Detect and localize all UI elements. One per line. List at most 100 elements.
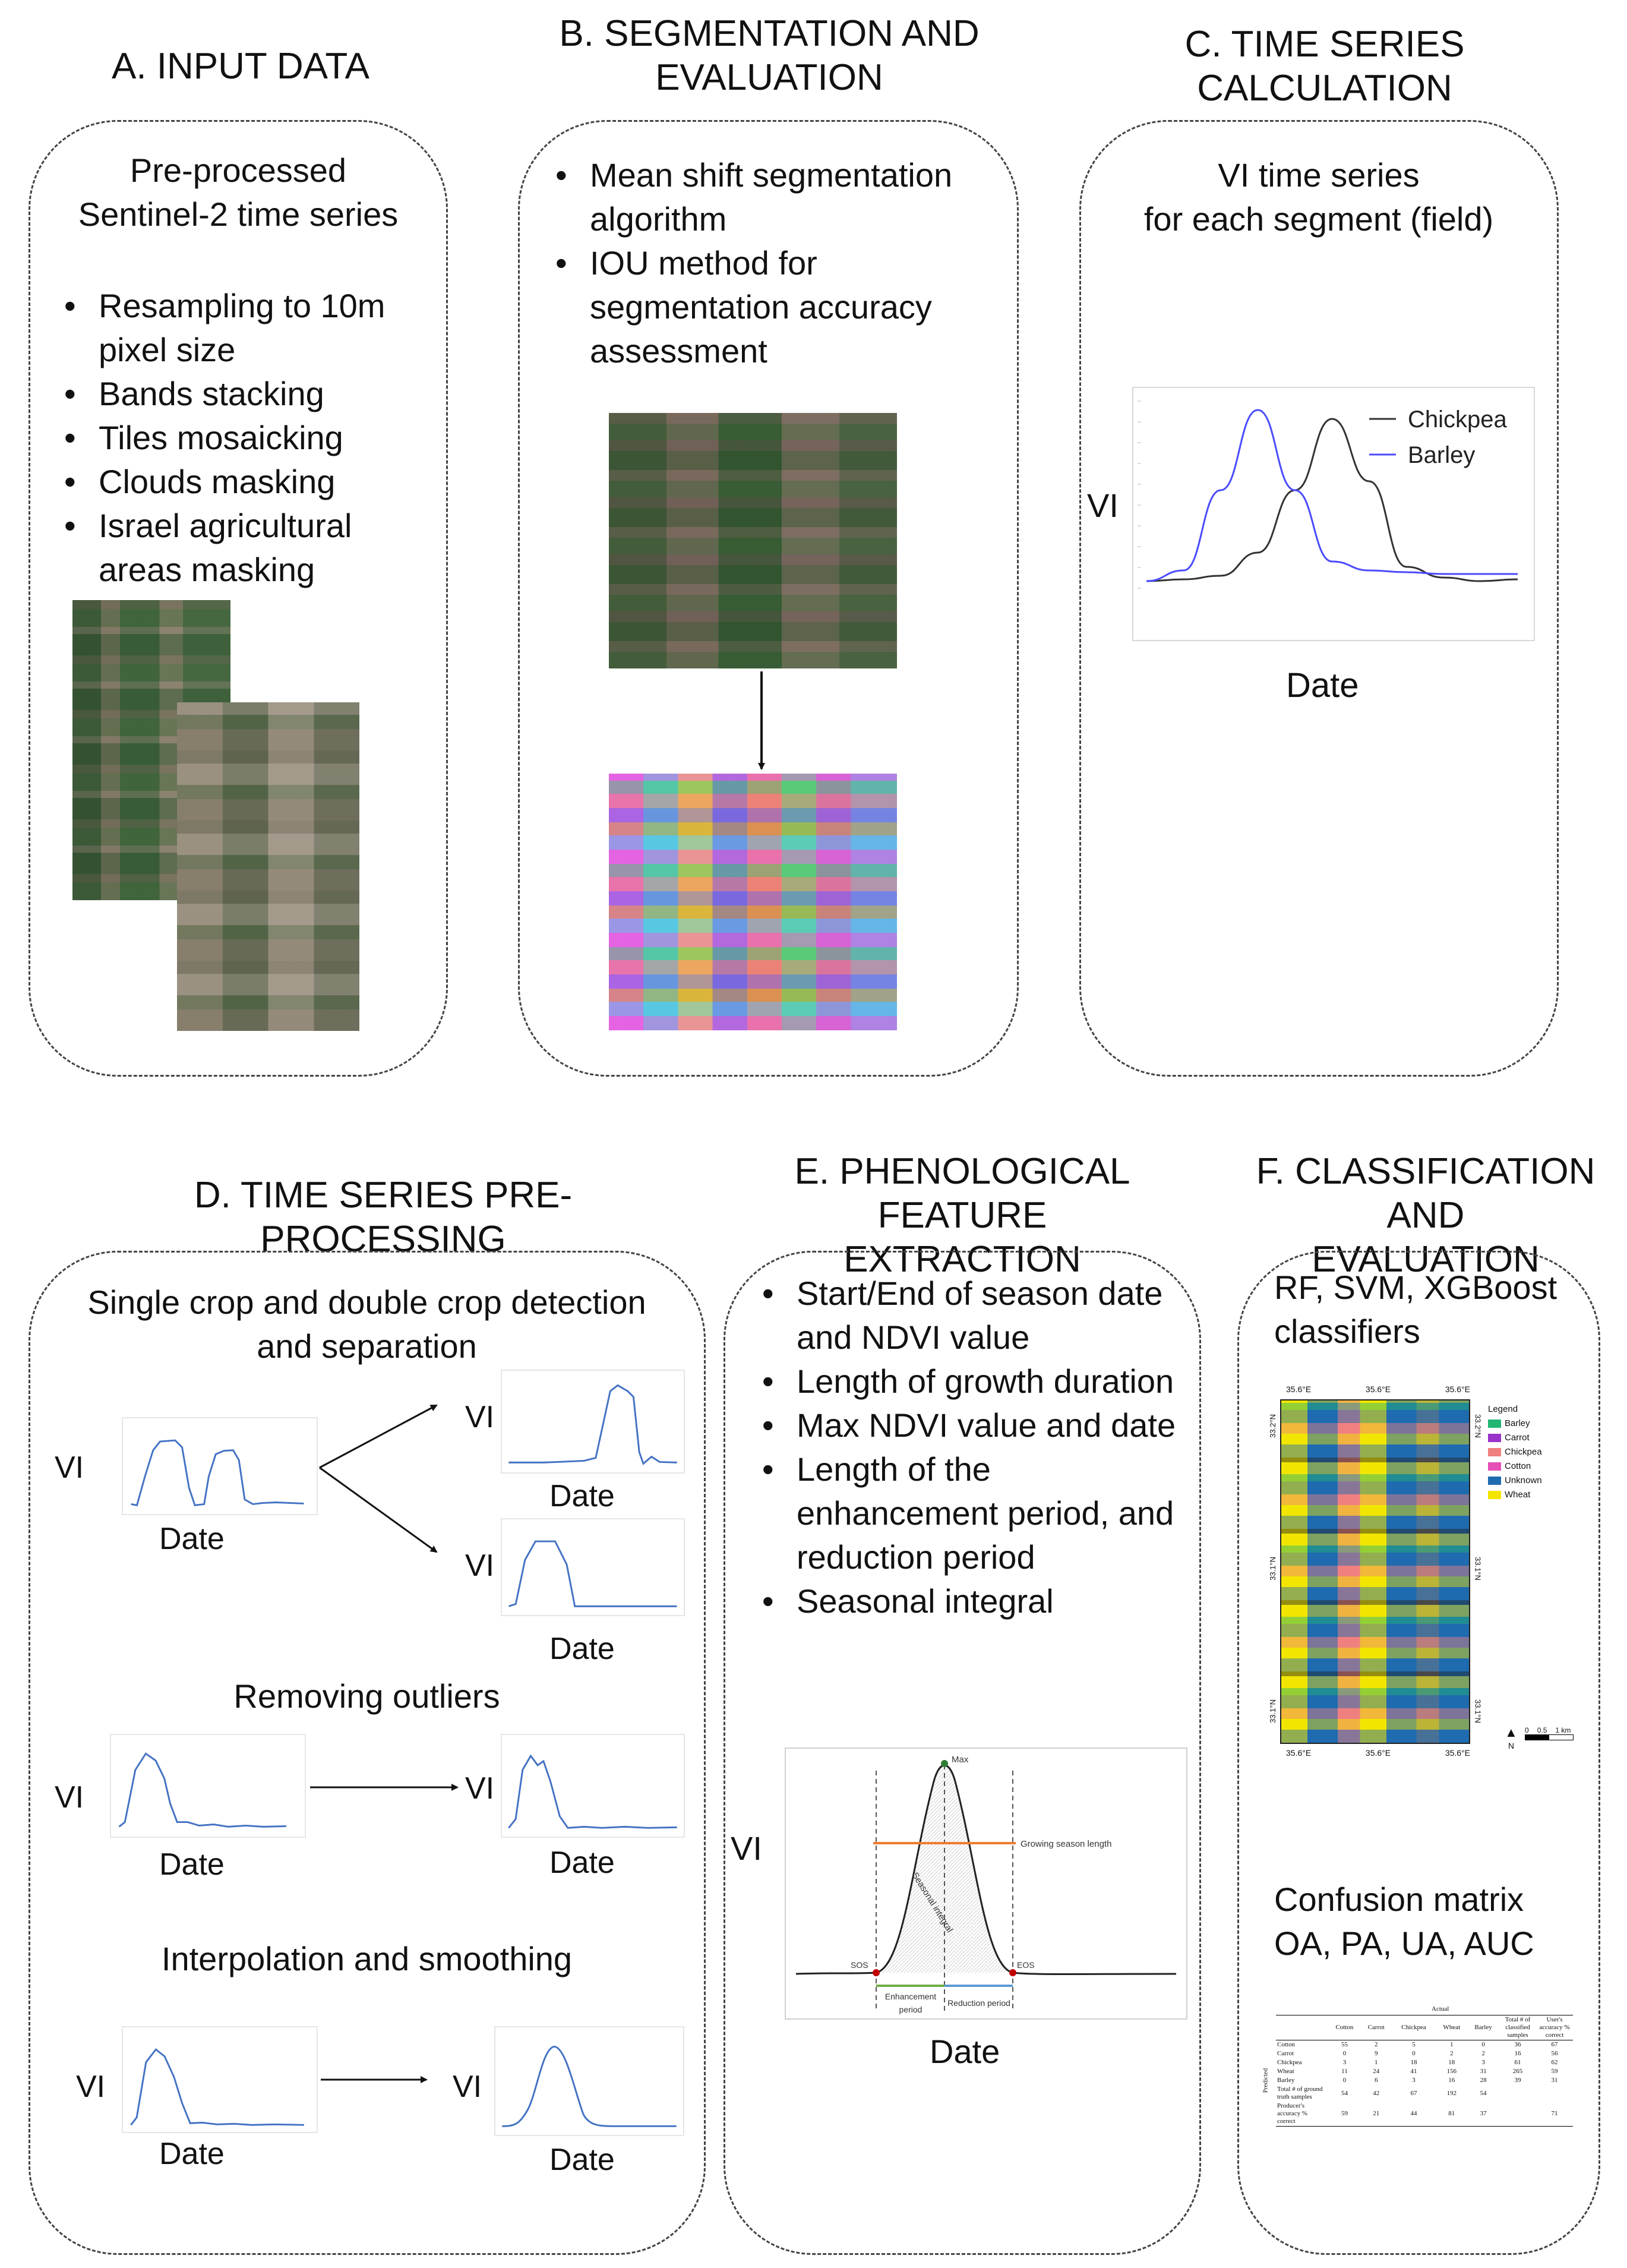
row-header: Carrot: [1277, 2050, 1294, 2057]
series-outliers-removed: [501, 1734, 685, 1838]
row-header: Total # of ground truth samples: [1277, 2086, 1323, 2100]
tick-label: 33.1°N: [1473, 1557, 1483, 1581]
tick-label: 33.1°N: [1268, 1699, 1277, 1723]
map-bottom-ticks: 35.6°E 35.6°E 35.6°E: [1286, 1748, 1470, 1758]
series-line-barley: [1146, 409, 1518, 582]
list-item: Length of growth duration: [762, 1359, 1184, 1403]
matrix-cell: 2: [1450, 2050, 1454, 2057]
vi-label: VI: [465, 1400, 495, 1434]
confusion-matrix: Actual Predicted Cotton Carrot Chickpea …: [1259, 2005, 1580, 2160]
col-header: Cotton: [1335, 2024, 1354, 2031]
panel-c-title-line: C. TIME SERIES: [1184, 24, 1465, 65]
matrix-cell: 1: [1450, 2041, 1454, 2048]
panel-d-step-3: Interpolation and smoothing: [161, 1940, 573, 1977]
tick-label: 33.2°N: [1473, 1414, 1483, 1438]
legend-swatch: [1488, 1491, 1501, 1500]
legend-swatch: [1488, 1420, 1501, 1428]
series-line-chickpea: [1146, 418, 1518, 582]
legend-label: Cotton: [1505, 1461, 1531, 1471]
series-smoothed: [494, 2026, 684, 2136]
gsl-annotation: Growing season length: [1021, 1839, 1111, 1849]
phenology-x-label: Date: [930, 2033, 1000, 2070]
panel-b-title-line: B. SEGMENTATION AND: [559, 13, 980, 54]
matrix-cell: 41: [1410, 2068, 1417, 2075]
tick-label: 35.6°E: [1365, 1384, 1391, 1394]
list-item: Max NDVI value and date: [762, 1403, 1184, 1447]
map-top-ticks: 35.6°E 35.6°E 35.6°E: [1286, 1384, 1470, 1394]
scale-labels: 0 0.5 1 km: [1525, 1726, 1574, 1734]
panel-f-heading: RF, SVM, XGBoost classifiers: [1274, 1266, 1583, 1354]
panel-d-step-2: Removing outliers: [233, 1677, 500, 1715]
list-item: Length of the enhancement period, and re…: [762, 1447, 1184, 1579]
segmentation-output-image: [609, 774, 897, 1030]
scale-label: 1 km: [1555, 1726, 1571, 1734]
list-item: Bands stacking: [64, 372, 415, 416]
matrix-cell: 192: [1446, 2089, 1457, 2097]
map-legend-title: Legend: [1488, 1404, 1518, 1414]
map-legend: Legend Barley Carrot Chickpea Cotton Unk…: [1488, 1402, 1542, 1502]
series-with-outliers: [110, 1734, 306, 1838]
matrix-header-row: Cotton Carrot Chickpea Wheat Barley Tota…: [1276, 2015, 1573, 2040]
matrix-cell: 67: [1410, 2089, 1417, 2097]
matrix-cell: 55: [1341, 2041, 1348, 2048]
matrix-cell: 5: [1412, 2041, 1416, 2048]
matrix-cell: 16: [1514, 2050, 1521, 2057]
series-line: [508, 1384, 677, 1465]
panel-c-heading-line: for each segment (field): [1143, 200, 1494, 238]
legend-entry: Carrot: [1488, 1431, 1542, 1445]
date-label: Date: [549, 2143, 615, 2177]
matrix-cell: 0: [1412, 2050, 1416, 2057]
north-arrow-icon: ▲ N: [1505, 1726, 1518, 1752]
legend-swatch: [1488, 1448, 1501, 1457]
matrix-cell: 0: [1342, 2050, 1347, 2057]
tick-label: 35.6°E: [1365, 1748, 1391, 1758]
scale-label: 0.5: [1537, 1726, 1547, 1734]
legend-entry: Chickpea: [1488, 1445, 1542, 1459]
segmentation-input-image: [609, 413, 897, 668]
matrix-corner: [1276, 2015, 1328, 2040]
matrix-cell: [1536, 2085, 1573, 2102]
date-label: Date: [549, 1632, 615, 1666]
legend-swatch: [1488, 1462, 1501, 1471]
legend-entry: Unknown: [1488, 1474, 1542, 1488]
panel-f-heading-2: Confusion matrix OA, PA, UA, AUC: [1274, 1878, 1583, 1966]
matrix-cell: 31: [1551, 2077, 1558, 2084]
matrix-cell: 39: [1514, 2077, 1521, 2084]
phenology-frame: [785, 1747, 1187, 2020]
eos-annotation: EOS: [1017, 1960, 1035, 1970]
matrix-table: Cotton Carrot Chickpea Wheat Barley Tota…: [1276, 2015, 1573, 2127]
single-crop-series-b: [501, 1518, 685, 1616]
matrix-cell: 59: [1341, 2110, 1348, 2117]
phenology-diagram: Max Growing season length Seasonal integ…: [785, 1747, 1187, 2020]
panel-f: [1237, 1251, 1600, 2255]
row-header: Barley: [1277, 2077, 1295, 2084]
tick-label: 35.6°E: [1445, 1384, 1470, 1394]
panel-c-title: C. TIME SERIES CALCULATION: [1069, 23, 1580, 111]
col-header: Wheat: [1443, 2024, 1461, 2031]
matrix-cell: 31: [1480, 2068, 1487, 2075]
actual-header: Actual: [1432, 2005, 1449, 2013]
sentinel-tile-south: [177, 702, 359, 1031]
series-line: [508, 1754, 677, 1829]
vi-label: VI: [76, 2070, 106, 2104]
panel-a-list: Resampling to 10m pixel size Bands stack…: [64, 284, 415, 592]
panel-f-title-line: EVALUATION: [1312, 1239, 1540, 1280]
panel-c-heading: VI time series for each segment (field): [1087, 153, 1550, 241]
matrix-cell: 3: [1342, 2059, 1347, 2066]
matrix-cell: 265: [1512, 2068, 1523, 2075]
vi-label: VI: [55, 1780, 84, 1815]
north-label: N: [1508, 1741, 1514, 1750]
enhancement-annotation: Enhancement: [885, 1992, 937, 2001]
matrix-cell: 2: [1481, 2050, 1485, 2057]
col-header: Carrot: [1367, 2024, 1385, 2031]
col-header: Chickpea: [1401, 2024, 1426, 2031]
panel-b: [518, 120, 1019, 1077]
legend-label: Barley: [1505, 1418, 1530, 1428]
matrix-cell: 61: [1514, 2059, 1521, 2066]
panel-a: [29, 120, 448, 1077]
panel-a-heading: Pre-processed Sentinel-2 time series: [36, 149, 441, 236]
max-annotation: Max: [952, 1755, 969, 1765]
